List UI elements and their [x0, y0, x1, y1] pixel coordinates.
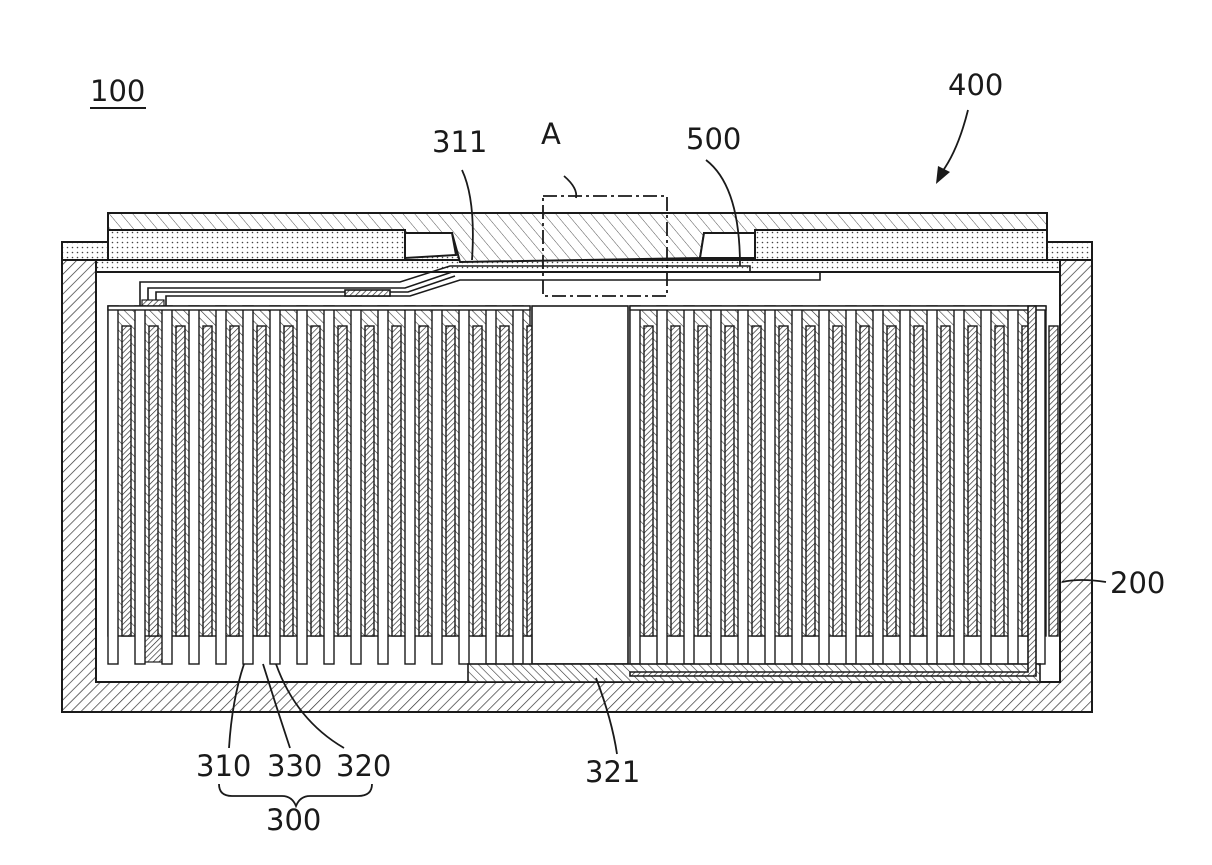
arrow-400 — [936, 110, 968, 184]
separator-plate — [927, 306, 937, 664]
label-100: 100 — [90, 74, 145, 108]
center-core-gap — [532, 306, 628, 664]
electrode-plate — [779, 326, 788, 636]
electrode-plate — [671, 326, 680, 636]
electrode-plate — [752, 326, 761, 636]
separator-plate — [459, 306, 469, 664]
electrode-plate — [257, 326, 266, 636]
electrode-plate — [311, 326, 320, 636]
label-310: 310 — [196, 749, 251, 783]
label-321: 321 — [585, 755, 640, 789]
label-400: 400 — [948, 68, 1003, 102]
electrode-plate — [500, 326, 509, 636]
separator-plate — [630, 306, 640, 664]
separator-plate — [657, 306, 667, 664]
electrode-plate — [995, 326, 1004, 636]
electrode-plate — [203, 326, 212, 636]
separator-plate — [162, 306, 172, 664]
electrode-plate — [392, 326, 401, 636]
separator-plate — [351, 306, 361, 664]
label-330: 330 — [267, 749, 322, 783]
electrode-plate — [473, 326, 482, 636]
electrode-stack-left — [108, 306, 536, 664]
electrode-plate — [698, 326, 707, 636]
separator-plate — [738, 306, 748, 664]
label-320: 320 — [336, 749, 391, 783]
separator-plate — [819, 306, 829, 664]
electrode-plate — [284, 326, 293, 636]
separator-plate — [513, 306, 523, 664]
separator-plate — [900, 306, 910, 664]
separator-plate — [135, 306, 145, 664]
electrode-plate — [122, 326, 131, 636]
label-500: 500 — [686, 122, 741, 156]
electrode-stack-right — [630, 306, 1058, 664]
electrode-plate — [230, 326, 239, 636]
electrode-plate — [1049, 326, 1058, 636]
electrode-plate — [860, 326, 869, 636]
electrode-plate — [914, 326, 923, 636]
electrode-plate — [725, 326, 734, 636]
electrode-plate — [806, 326, 815, 636]
separator-plate — [108, 306, 118, 664]
electrode-plate — [941, 326, 950, 636]
electrode-plate — [149, 326, 158, 636]
separator-plate — [324, 306, 334, 664]
label-A: A — [541, 117, 561, 151]
separator-plate — [981, 306, 991, 664]
stack-top-edge — [108, 306, 530, 310]
separator-plate — [873, 306, 883, 664]
separator-plate — [189, 306, 199, 664]
separator-plate — [270, 306, 280, 664]
separator-plate — [243, 306, 253, 664]
electrode-plate — [968, 326, 977, 636]
separator-plate — [846, 306, 856, 664]
electrode-plate — [338, 326, 347, 636]
label-300: 300 — [266, 803, 321, 837]
separator-plate — [297, 306, 307, 664]
separator-plate — [792, 306, 802, 664]
separator-plate — [765, 306, 775, 664]
electrode-plate — [833, 326, 842, 636]
separator-plate — [378, 306, 388, 664]
electrode-plate — [887, 326, 896, 636]
separator-plate — [486, 306, 496, 664]
label-311: 311 — [432, 125, 487, 159]
separator-plate — [405, 306, 415, 664]
electrode-plate — [446, 326, 455, 636]
separator-plate — [684, 306, 694, 664]
separator-plate — [432, 306, 442, 664]
separator-plate — [1008, 306, 1018, 664]
cap-assembly-400 — [62, 213, 1092, 272]
electrode-plate — [176, 326, 185, 636]
electrode-plate — [365, 326, 374, 636]
separator-plate — [954, 306, 964, 664]
stack-top-edge — [630, 306, 1046, 310]
electrode-plate — [644, 326, 653, 636]
label-200: 200 — [1110, 566, 1165, 600]
separator-plate — [711, 306, 721, 664]
separator-plate — [216, 306, 226, 664]
electrode-plate — [419, 326, 428, 636]
